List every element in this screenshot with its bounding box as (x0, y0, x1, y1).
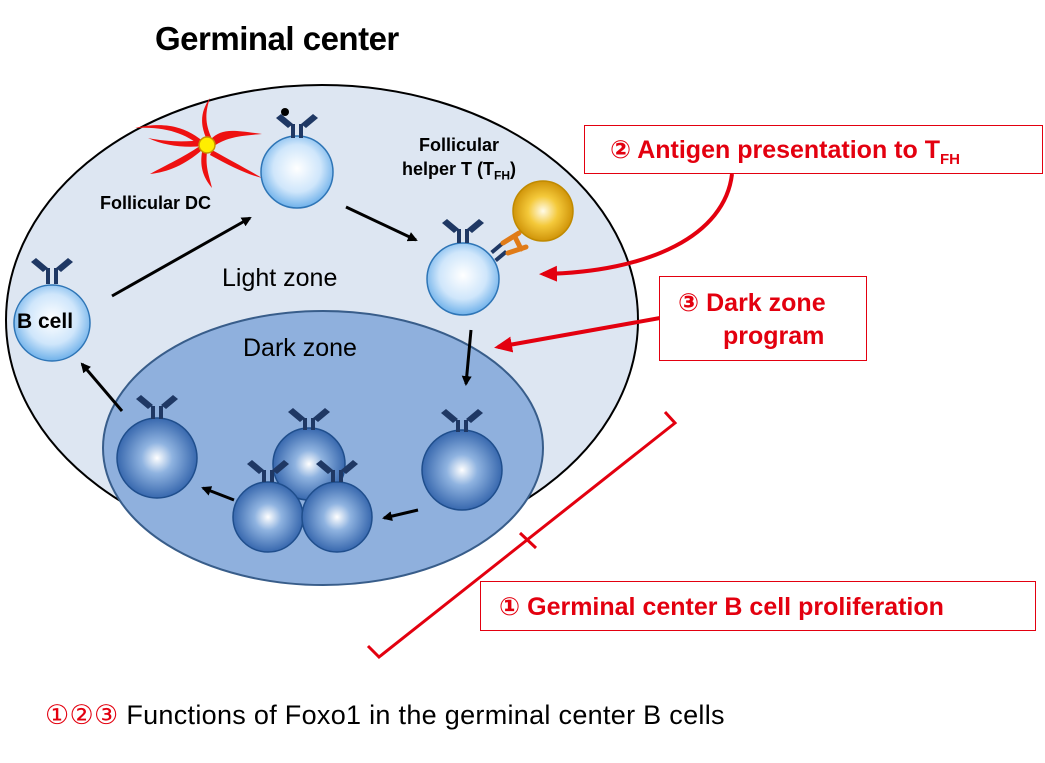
footer-text: Functions of Foxo1 in the germinal cente… (118, 700, 725, 730)
dark-zone-program-arrow (494, 316, 661, 353)
follicular-dc-icon (135, 98, 262, 188)
proliferation-bracket (366, 410, 678, 660)
tfh-label-line2: helper T (TFH) (384, 157, 534, 188)
tfh-suffix: ) (510, 159, 516, 179)
dark-zone-label: Dark zone (243, 334, 357, 362)
proliferation-num: ① (499, 593, 521, 621)
b-cell-label: B cell (17, 310, 74, 333)
tfh-sub: FH (494, 168, 510, 183)
cycle-arrows (80, 205, 473, 522)
dark-zone-num: ③ (678, 289, 700, 317)
tfh-cell (512, 180, 574, 242)
footer-caption: ①②③ Functions of Foxo1 in the germinal c… (45, 700, 725, 731)
dark-zone-line1: Dark zone (706, 289, 826, 317)
antigen-presentation-box: ② Antigen presentation to TFH (584, 125, 1043, 174)
b-cell-antigen-capture (260, 108, 334, 209)
dark-zone-box-line2: program (723, 322, 825, 350)
dark-zone-dividing-cells (232, 408, 373, 553)
footer-nums: ①②③ (45, 700, 119, 730)
dark-zone-centroblast-right (421, 409, 503, 511)
antigen-num: ② (610, 136, 632, 164)
b-cell-light-zone (13, 258, 91, 362)
tfh-prefix: helper T (T (401, 159, 494, 179)
antigen-sub: FH (939, 151, 960, 168)
b-cell-tfh-interaction (426, 180, 574, 316)
dark-zone-box-line1: ③ Dark zone (678, 287, 866, 320)
antigen-presentation-arrow (539, 173, 734, 282)
light-zone-label: Light zone (222, 264, 338, 292)
diagram-title: Germinal center (155, 20, 399, 57)
dark-zone-program-box: ③ Dark zone program (659, 276, 867, 361)
proliferation-text: Germinal center B cell proliferation (527, 593, 944, 621)
tfh-label-line1: Follicular (418, 135, 499, 155)
tfh-label: Follicular helper T (TFH) (384, 133, 534, 188)
proliferation-box: ① Germinal center B cell proliferation (480, 581, 1036, 631)
dark-zone-centroblast-left (116, 395, 198, 499)
follicular-dc-label: Follicular DC (100, 193, 212, 213)
antigen-text: Antigen presentation to T (637, 136, 940, 164)
